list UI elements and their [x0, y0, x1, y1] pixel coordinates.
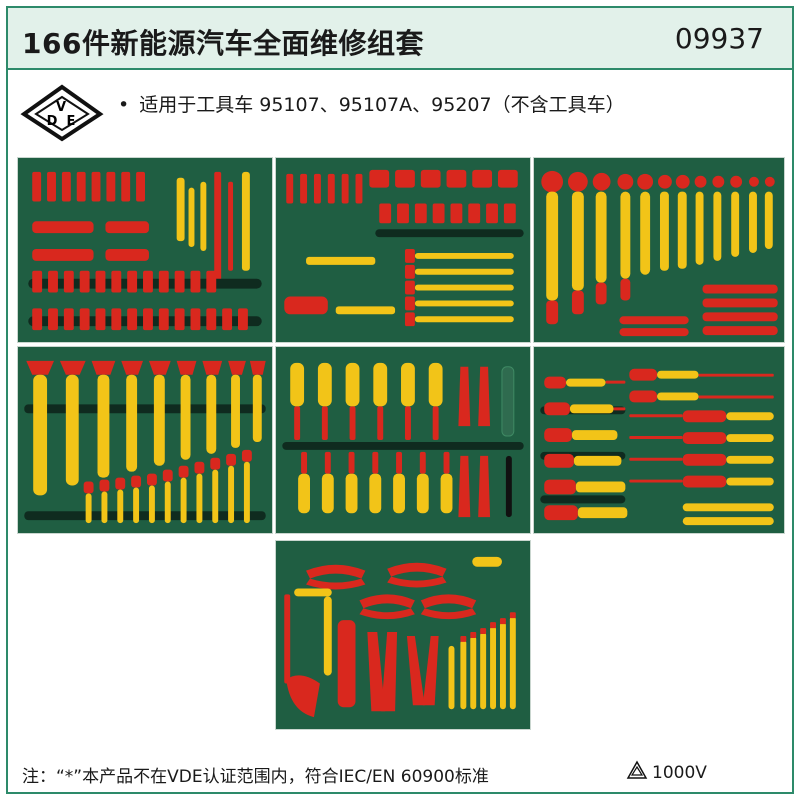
header-bar: 166件新能源汽车全面维修组套 09937 — [6, 6, 794, 70]
bullet-icon: • — [118, 94, 130, 116]
svg-text:V: V — [56, 100, 66, 115]
page-title: 166件新能源汽车全面维修组套 — [22, 27, 424, 60]
vde-logo-icon: V D E — [20, 84, 104, 142]
compatibility-note: • 适用于工具车 95107、95107A、95207（不含工具车） — [118, 90, 625, 117]
voltage-label: 1000V — [652, 762, 707, 783]
tray-socket-extension — [275, 157, 531, 343]
footer-note: 注：“*”本产品不在VDE认证范围内，符合IEC/EN 60900标准 — [22, 767, 489, 787]
tray-nut-driver — [275, 346, 531, 534]
high-voltage-icon — [626, 760, 648, 785]
compatibility-text: 适用于工具车 95107、95107A、95207（不含工具车） — [139, 94, 625, 116]
svg-text:E: E — [67, 114, 76, 129]
tray-pliers — [275, 540, 531, 730]
product-code: 09937 — [674, 22, 764, 55]
tray-socket-ratchet — [17, 157, 273, 343]
voltage-rating: 1000V — [626, 760, 707, 785]
tray-ring-wrench — [533, 157, 785, 343]
tray-screwdriver — [533, 346, 785, 534]
svg-text:D: D — [47, 114, 58, 129]
tray-open-wrench — [17, 346, 273, 534]
